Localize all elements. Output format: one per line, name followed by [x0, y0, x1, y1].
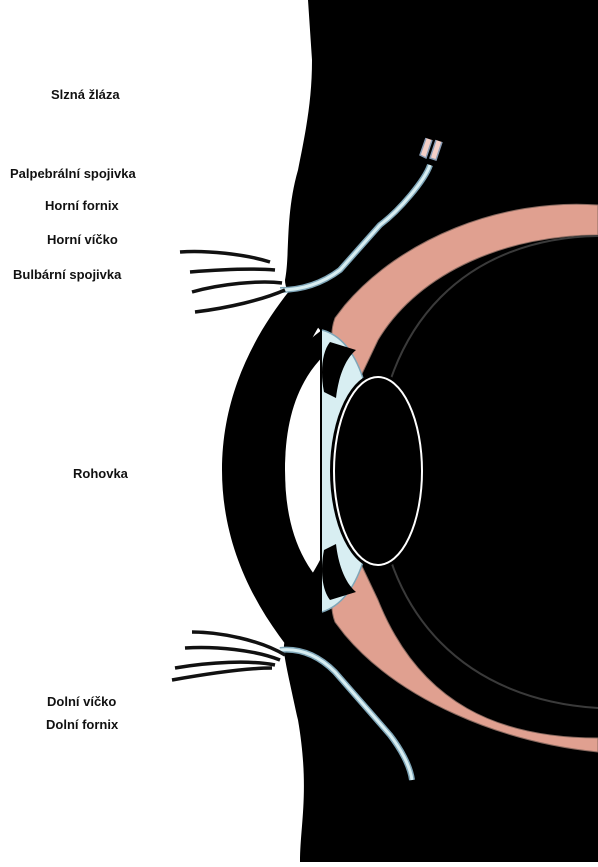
- lower-eyelashes: [172, 632, 285, 680]
- label-lower-fornix: Dolní fornix: [46, 717, 119, 732]
- label-upper-eyelid: Horní víčko: [47, 232, 118, 247]
- label-upper-fornix: Horní fornix: [45, 198, 119, 213]
- labels: Slzná žláza Palpebrální spojivka Horní f…: [10, 87, 136, 732]
- label-cornea: Rohovka: [73, 466, 129, 481]
- upper-eyelashes: [180, 251, 285, 312]
- label-lacrimal-gland: Slzná žláza: [51, 87, 120, 102]
- lens: [330, 373, 426, 569]
- label-lower-eyelid: Dolní víčko: [47, 694, 116, 709]
- label-bulbar-conjunctiva: Bulbární spojivka: [13, 267, 122, 282]
- label-palpebral-conjunctiva: Palpebrální spojivka: [10, 166, 136, 181]
